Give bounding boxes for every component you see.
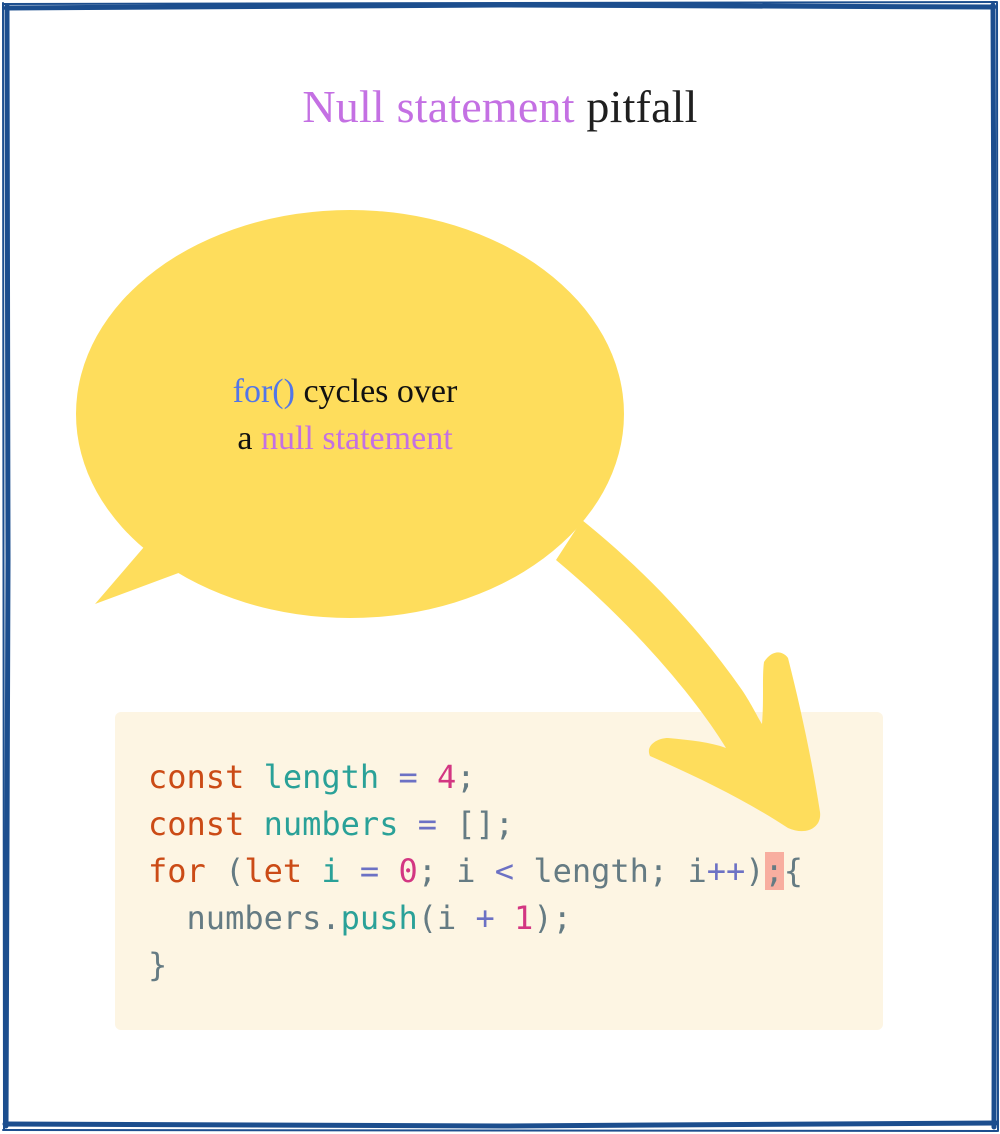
highlighted-null-statement: ; <box>764 852 784 890</box>
bubble-text: for() cycles over a null statement <box>150 368 540 462</box>
keyword: const <box>148 805 245 843</box>
code-block: const length = 4;const numbers = [];for … <box>148 754 803 989</box>
code-line-5: } <box>148 942 803 989</box>
code-line-4: numbers.push(i + 1); <box>148 895 803 942</box>
bubble-text-a: cycles over <box>294 373 458 410</box>
bubble-null-statement: null statement <box>260 420 453 457</box>
number: 1 <box>514 899 534 937</box>
bubble-for-keyword: for() <box>232 373 295 410</box>
keyword: let <box>244 852 303 890</box>
bubble-line-2: a null statement <box>150 415 540 462</box>
punctuation: ) <box>745 852 765 890</box>
code-text: numbers. <box>186 899 341 937</box>
operator: < <box>494 852 515 890</box>
operator: = <box>359 852 380 890</box>
punctuation: (i <box>417 899 476 937</box>
number: 4 <box>436 758 457 796</box>
punctuation: ( <box>205 852 245 890</box>
punctuation: []; <box>456 805 515 843</box>
title-highlight: Null statement <box>302 81 575 132</box>
number: 0 <box>398 852 418 890</box>
keyword: const <box>148 758 245 796</box>
method-name: push <box>340 899 418 937</box>
code-text: length; i <box>514 852 707 890</box>
punctuation: ; <box>456 758 476 796</box>
operator: ++ <box>706 852 746 890</box>
punctuation: } <box>148 946 168 984</box>
operator: + <box>475 899 495 937</box>
operator: = <box>417 805 437 843</box>
operator: = <box>398 758 418 796</box>
code-line-3: for (let i = 0; i < length; i++);{ <box>148 848 803 895</box>
bubble-line-1: for() cycles over <box>150 368 540 415</box>
code-line-2: const numbers = []; <box>148 801 803 848</box>
identifier: numbers <box>263 805 399 843</box>
bubble-text-b: a <box>237 420 261 457</box>
punctuation: { <box>783 852 804 890</box>
punctuation: ); <box>533 899 572 937</box>
code-line-1: const length = 4; <box>148 754 803 801</box>
title-rest: pitfall <box>586 81 698 132</box>
identifier: i <box>321 852 341 890</box>
punctuation: ; i <box>417 852 495 890</box>
identifier: length <box>263 758 380 796</box>
page-title: Null statement pitfall <box>0 80 1000 133</box>
keyword: for <box>148 852 206 890</box>
